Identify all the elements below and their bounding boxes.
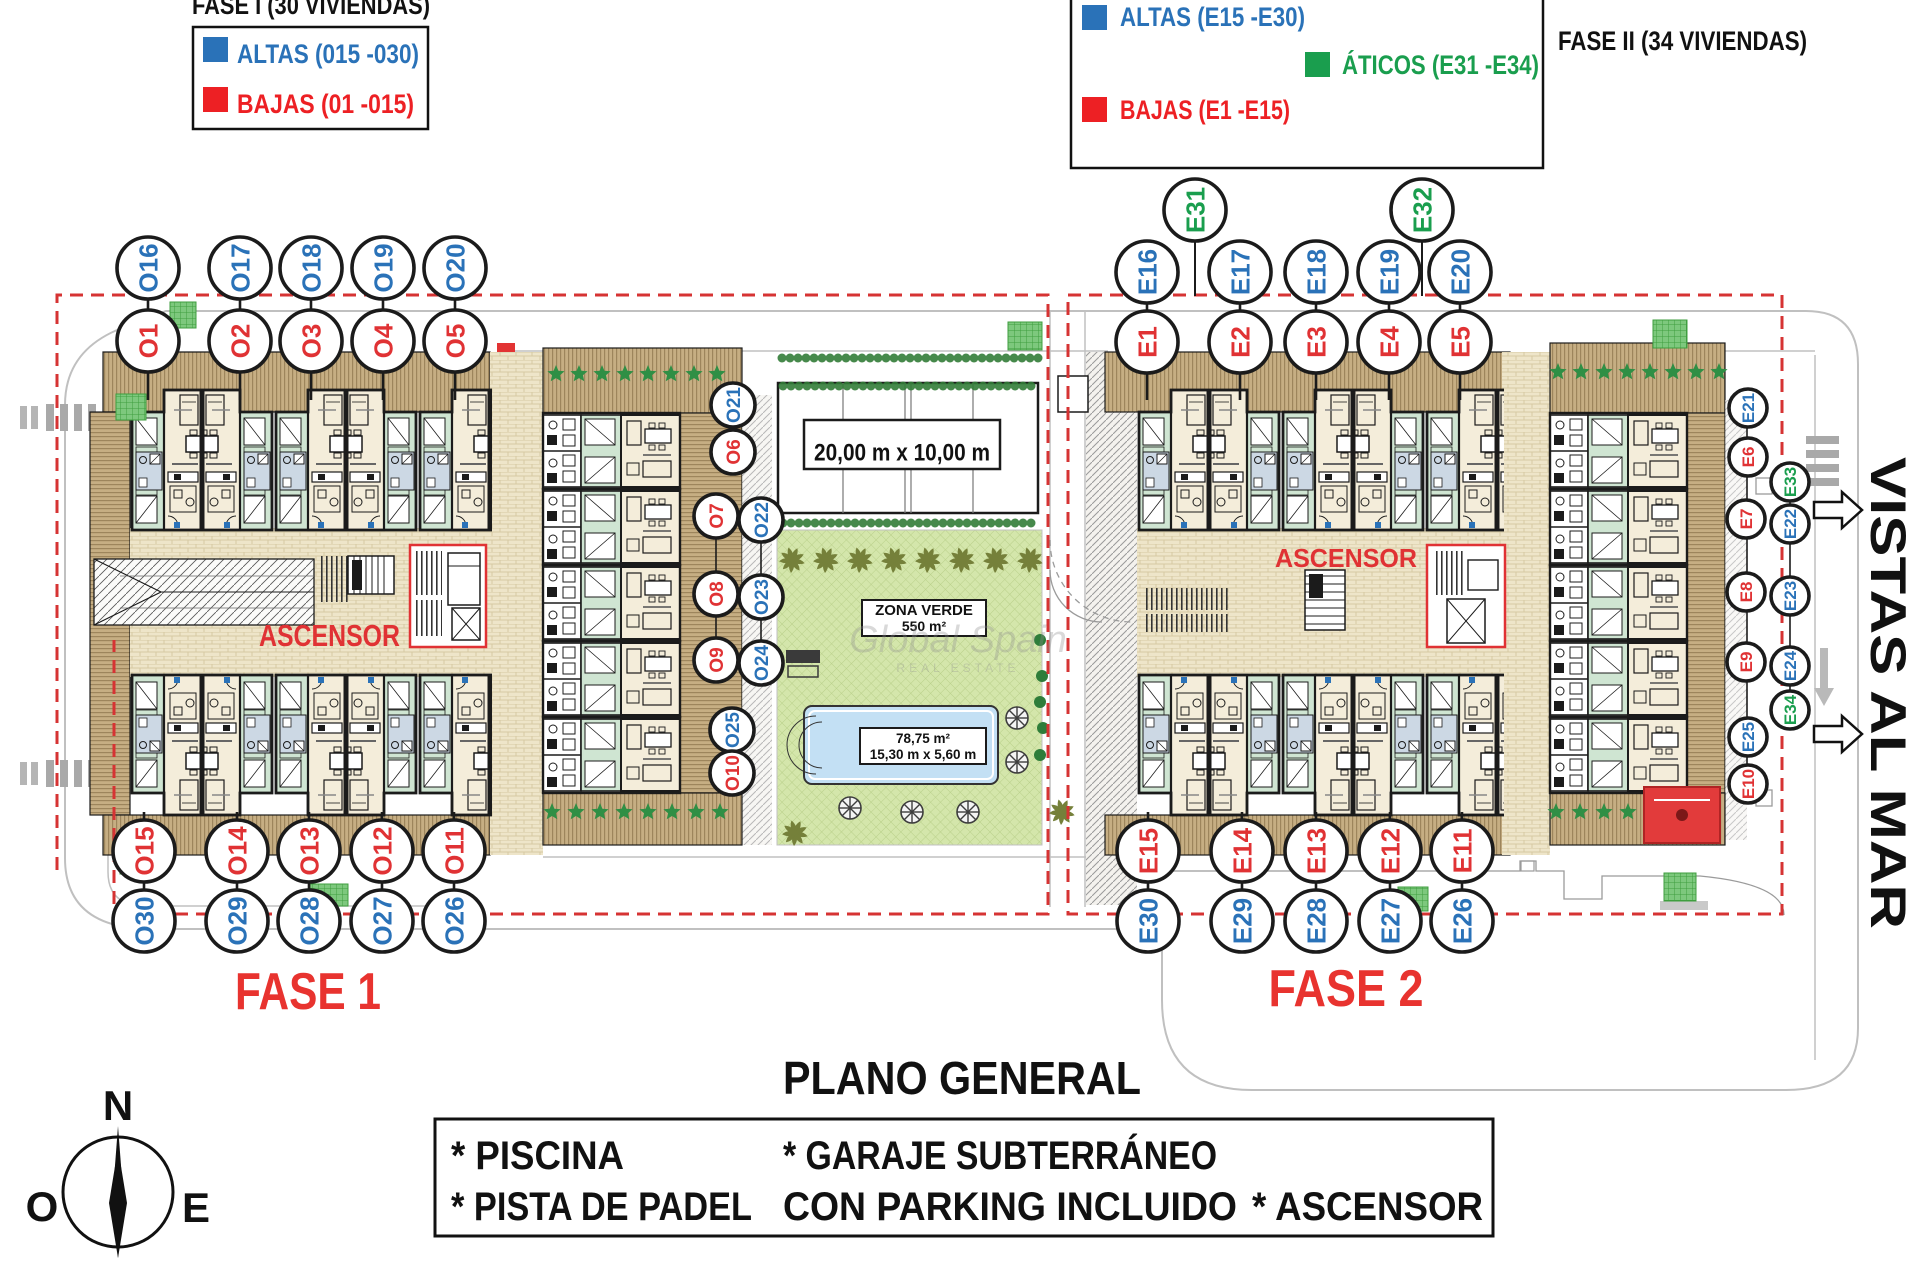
svg-text:* GARAJE SUBTERRÁNEO: * GARAJE SUBTERRÁNEO: [783, 1133, 1217, 1178]
svg-text:N: N: [103, 1082, 133, 1129]
svg-text:20,00 m x 10,00 m: 20,00 m x 10,00 m: [814, 440, 990, 467]
svg-text:O12: O12: [367, 826, 397, 875]
svg-text:E1: E1: [1132, 326, 1162, 358]
svg-text:E14: E14: [1227, 827, 1257, 874]
svg-text:O: O: [26, 1183, 59, 1230]
svg-text:O7: O7: [707, 503, 728, 528]
svg-text:E27: E27: [1375, 898, 1405, 944]
svg-text:E12: E12: [1375, 828, 1405, 874]
svg-text:O17: O17: [225, 243, 255, 292]
svg-text:O28: O28: [294, 896, 324, 945]
svg-text:O30: O30: [129, 896, 159, 945]
svg-text:E3: E3: [1301, 326, 1331, 358]
svg-text:E8: E8: [1737, 582, 1756, 603]
svg-text:REAL ESTATE: REAL ESTATE: [896, 661, 1019, 675]
svg-text:Global Spain: Global Spain: [849, 619, 1067, 661]
svg-text:O4: O4: [368, 323, 398, 358]
svg-text:* PISTA DE PADEL: * PISTA DE PADEL: [451, 1185, 752, 1229]
svg-text:* ASCENSOR: * ASCENSOR: [1252, 1185, 1483, 1229]
svg-text:FASE 1: FASE 1: [235, 963, 381, 1021]
svg-text:E22: E22: [1781, 509, 1800, 539]
svg-text:O18: O18: [296, 243, 326, 292]
svg-text:FASE 2: FASE 2: [1269, 960, 1424, 1018]
svg-text:O13: O13: [294, 826, 324, 875]
svg-text:E21: E21: [1739, 393, 1758, 423]
svg-text:O5: O5: [440, 324, 470, 359]
svg-text:O11: O11: [439, 827, 469, 875]
svg-text:E23: E23: [1781, 581, 1800, 611]
svg-text:E18: E18: [1301, 249, 1331, 295]
svg-text:E31: E31: [1180, 187, 1210, 233]
svg-text:VISTAS AL MAR: VISTAS AL MAR: [1860, 457, 1916, 929]
svg-text:O10: O10: [723, 755, 744, 791]
svg-text:E10: E10: [1739, 769, 1758, 799]
svg-text:O26: O26: [439, 896, 469, 945]
svg-text:ASCENSOR: ASCENSOR: [259, 618, 400, 653]
svg-text:E32: E32: [1407, 187, 1437, 233]
svg-text:O16: O16: [133, 243, 163, 292]
svg-text:O24: O24: [752, 645, 773, 681]
svg-text:FASE I (30 VIVIENDAS): FASE I (30 VIVIENDAS): [192, 0, 430, 20]
svg-text:O25: O25: [723, 712, 744, 748]
svg-text:E30: E30: [1133, 898, 1163, 944]
svg-text:E15: E15: [1133, 828, 1163, 874]
svg-text:O2: O2: [225, 324, 255, 359]
svg-text:O14: O14: [222, 826, 252, 876]
svg-text:ZONA VERDE: ZONA VERDE: [875, 602, 973, 619]
svg-text:E2: E2: [1225, 326, 1255, 358]
svg-text:E9: E9: [1737, 652, 1756, 673]
svg-text:ALTAS (015 -030): ALTAS (015 -030): [237, 39, 419, 69]
svg-text:O1: O1: [133, 324, 163, 359]
svg-text:ÁTICOS (E31 -E34): ÁTICOS (E31 -E34): [1342, 49, 1539, 80]
svg-text:E13: E13: [1301, 828, 1331, 874]
svg-text:O8: O8: [707, 581, 728, 606]
svg-text:E34: E34: [1781, 694, 1800, 725]
svg-text:E5: E5: [1445, 326, 1475, 358]
svg-text:E4: E4: [1374, 326, 1404, 358]
svg-text:550 m²: 550 m²: [902, 618, 947, 634]
svg-text:O21: O21: [724, 387, 745, 423]
svg-text:15,30 m x 5,60 m: 15,30 m x 5,60 m: [870, 747, 977, 762]
svg-text:BAJAS (E1 -E15): BAJAS (E1 -E15): [1120, 95, 1290, 125]
svg-text:BAJAS (01 -015): BAJAS (01 -015): [237, 89, 414, 119]
svg-text:O6: O6: [724, 439, 745, 464]
svg-text:78,75 m²: 78,75 m²: [896, 731, 951, 746]
svg-text:ALTAS (E15 -E30): ALTAS (E15 -E30): [1120, 2, 1305, 32]
svg-text:* PISCINA: * PISCINA: [451, 1134, 624, 1178]
svg-text:O29: O29: [222, 896, 252, 945]
svg-text:E7: E7: [1737, 509, 1756, 530]
svg-text:O19: O19: [368, 243, 398, 292]
svg-text:O15: O15: [129, 826, 159, 875]
svg-text:O9: O9: [707, 647, 728, 672]
svg-text:E33: E33: [1781, 467, 1800, 497]
svg-text:O27: O27: [367, 896, 397, 945]
svg-text:E11: E11: [1447, 829, 1477, 874]
svg-text:E6: E6: [1739, 447, 1758, 468]
svg-text:E25: E25: [1739, 722, 1758, 752]
svg-text:O23: O23: [752, 579, 773, 615]
svg-text:CON PARKING INCLUIDO: CON PARKING INCLUIDO: [783, 1185, 1237, 1229]
svg-text:E19: E19: [1374, 249, 1404, 295]
svg-text:PLANO GENERAL: PLANO GENERAL: [783, 1052, 1141, 1104]
svg-text:FASE II (34 VIVIENDAS): FASE II (34 VIVIENDAS): [1558, 26, 1807, 56]
svg-text:E20: E20: [1445, 249, 1475, 295]
svg-text:ASCENSOR: ASCENSOR: [1275, 543, 1417, 573]
svg-text:E16: E16: [1132, 249, 1162, 295]
svg-text:E: E: [182, 1184, 210, 1231]
svg-text:O20: O20: [440, 243, 470, 292]
svg-text:O22: O22: [752, 502, 773, 538]
svg-text:E17: E17: [1225, 249, 1255, 295]
svg-text:E26: E26: [1447, 898, 1477, 944]
svg-text:E24: E24: [1781, 650, 1800, 681]
svg-text:E28: E28: [1301, 898, 1331, 944]
svg-text:E29: E29: [1227, 898, 1257, 944]
svg-text:O3: O3: [296, 324, 326, 359]
